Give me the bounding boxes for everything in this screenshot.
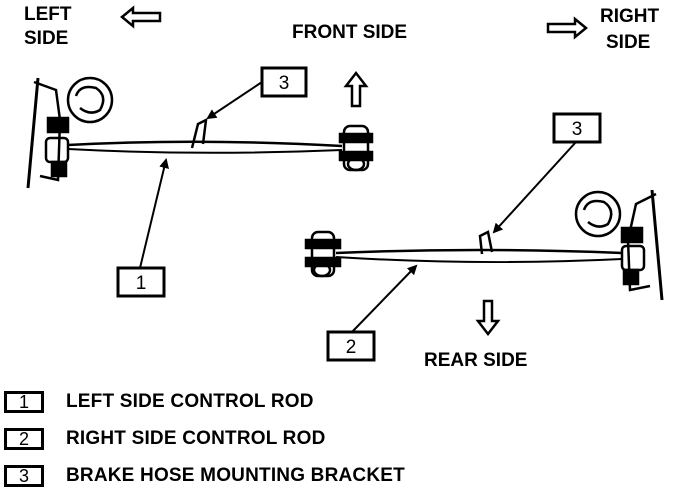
left-side-label-line1: LEFT bbox=[24, 4, 72, 25]
right-control-rod bbox=[335, 248, 623, 264]
right-arrow-icon bbox=[546, 16, 588, 40]
legend-item-3: 3 BRAKE HOSE MOUNTING BRACKET bbox=[4, 462, 604, 490]
callout-3-right-number: 3 bbox=[572, 119, 583, 140]
legend-item-3-number: 3 bbox=[4, 465, 44, 487]
left-arrow-icon bbox=[120, 5, 162, 29]
right-brake-hose-bracket bbox=[478, 230, 494, 255]
right-side-label-line2: SIDE bbox=[606, 32, 650, 53]
callout-1-number: 1 bbox=[136, 273, 147, 294]
legend-item-2-text: RIGHT SIDE CONTROL ROD bbox=[66, 428, 326, 449]
up-arrow-icon bbox=[343, 70, 369, 108]
callout-3-right-leader bbox=[492, 141, 577, 234]
callout-3-left-number: 3 bbox=[279, 73, 290, 94]
legend-item-1-number: 1 bbox=[4, 391, 44, 413]
callout-3-right: 3 bbox=[552, 112, 602, 144]
right-rod-end-fitting bbox=[304, 230, 342, 278]
right-wheel-assembly bbox=[574, 189, 664, 301]
legend-item-1-text: LEFT SIDE CONTROL ROD bbox=[66, 391, 314, 412]
callout-2: 2 bbox=[326, 330, 376, 362]
left-wheel-assembly bbox=[26, 76, 114, 189]
legend-item-2: 2 RIGHT SIDE CONTROL ROD bbox=[4, 425, 604, 453]
left-rod-end-fitting bbox=[338, 124, 374, 172]
left-brake-hose-bracket bbox=[190, 117, 208, 149]
legend-item-3-text: BRAKE HOSE MOUNTING BRACKET bbox=[66, 465, 405, 486]
callout-3-left-leader bbox=[206, 81, 263, 120]
callout-1-leader bbox=[139, 158, 169, 269]
left-control-rod bbox=[67, 140, 343, 154]
rear-side-label: REAR SIDE bbox=[424, 350, 527, 371]
callout-3-left: 3 bbox=[260, 66, 308, 98]
callout-2-number: 2 bbox=[346, 337, 357, 358]
down-arrow-icon bbox=[475, 299, 501, 337]
callout-2-leader bbox=[351, 264, 418, 333]
right-side-label-line1: RIGHT bbox=[600, 6, 660, 27]
left-side-label-line2: SIDE bbox=[24, 28, 68, 49]
callout-1: 1 bbox=[116, 266, 166, 298]
legend-item-2-number: 2 bbox=[4, 428, 44, 450]
front-side-label: FRONT SIDE bbox=[292, 22, 407, 43]
legend-item-1: 1 LEFT SIDE CONTROL ROD bbox=[4, 388, 604, 416]
